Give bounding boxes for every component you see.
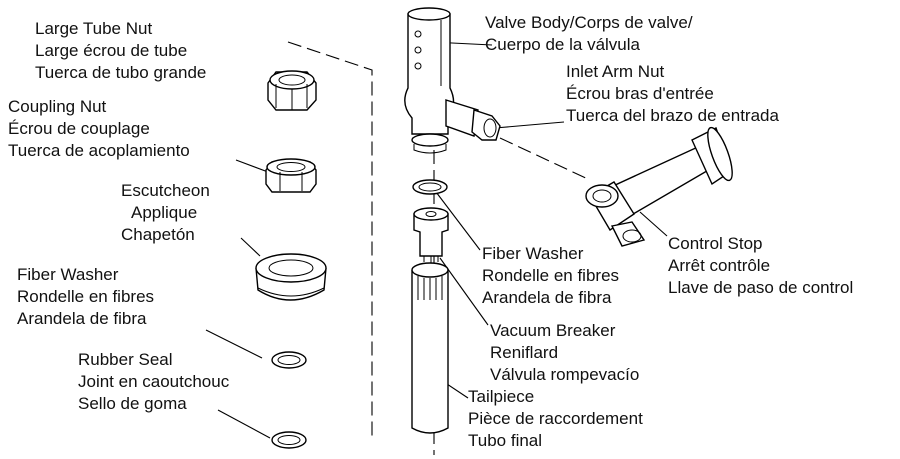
fiber-washer-left-label-en: Fiber Washer bbox=[17, 265, 119, 284]
fiber-washer-left-label: Fiber Washer Rondelle en fibres Arandela… bbox=[17, 264, 154, 330]
inlet-arm-nut-label-en: Inlet Arm Nut bbox=[566, 62, 665, 81]
valve-body-label-line1: Valve Body/Corps de valve/ bbox=[485, 13, 693, 32]
valve-body-label: Valve Body/Corps de valve/ Cuerpo de la … bbox=[485, 12, 693, 56]
control-stop-label: Control Stop Arrêt contrôle Llave de pas… bbox=[668, 233, 853, 299]
rubber-seal-label: Rubber Seal Joint en caoutchouc Sello de… bbox=[78, 349, 229, 415]
vacuum-breaker-label-es: Válvula rompevacío bbox=[490, 365, 640, 384]
coupling-nut-part bbox=[265, 158, 317, 193]
control-stop-label-fr: Arrêt contrôle bbox=[668, 256, 771, 275]
rubber-seal-label-fr: Joint en caoutchouc bbox=[78, 372, 230, 391]
inlet-arm-nut-label-es: Tuerca del brazo de entrada bbox=[566, 106, 779, 125]
escutcheon-label: Escutcheon Applique Chapetón bbox=[121, 180, 210, 246]
large-tube-nut-part bbox=[267, 70, 317, 111]
tailpiece-label: Tailpiece Pièce de raccordement Tubo fin… bbox=[468, 386, 643, 452]
coupling-nut-label-en: Coupling Nut bbox=[8, 97, 107, 116]
escutcheon-label-es: Chapetón bbox=[121, 225, 195, 244]
escutcheon-part bbox=[255, 253, 327, 301]
vacuum-breaker-label-fr: Reniflard bbox=[490, 343, 559, 362]
fiber-washer-center-label-es: Arandela de fibra bbox=[482, 288, 612, 307]
fiber-washer-left-label-fr: Rondelle en fibres bbox=[17, 287, 155, 306]
tailpiece-label-es: Tubo final bbox=[468, 431, 543, 450]
valve-body-part bbox=[404, 7, 455, 154]
coupling-nut-label-es: Tuerca de acoplamiento bbox=[8, 141, 190, 160]
rubber-seal-label-en: Rubber Seal bbox=[78, 350, 173, 369]
control-stop-label-en: Control Stop bbox=[668, 234, 763, 253]
fiber-washer-center-part bbox=[412, 179, 448, 195]
control-stop-label-es: Llave de paso de control bbox=[668, 278, 854, 297]
fiber-washer-center-label-en: Fiber Washer bbox=[482, 244, 584, 263]
coupling-nut-label-fr: Écrou de couplage bbox=[8, 119, 150, 138]
valve-body-label-line2: Cuerpo de la válvula bbox=[485, 35, 640, 54]
large-tube-nut-label-fr: Large écrou de tube bbox=[35, 41, 188, 60]
coupling-nut-label: Coupling Nut Écrou de couplage Tuerca de… bbox=[8, 96, 190, 162]
large-tube-nut-label: Large Tube Nut Large écrou de tube Tuerc… bbox=[35, 18, 206, 84]
vacuum-breaker-part bbox=[413, 207, 449, 263]
escutcheon-label-en: Escutcheon bbox=[121, 181, 210, 200]
fiber-washer-center-label: Fiber Washer Rondelle en fibres Arandela… bbox=[482, 243, 619, 309]
fiber-washer-left-part bbox=[271, 351, 307, 369]
tailpiece-part bbox=[411, 262, 449, 434]
fiber-washer-center-label-fr: Rondelle en fibres bbox=[482, 266, 620, 285]
large-tube-nut-label-es: Tuerca de tubo grande bbox=[35, 63, 207, 82]
large-tube-nut-label-en: Large Tube Nut bbox=[35, 19, 153, 38]
control-stop-part bbox=[585, 126, 733, 247]
vacuum-breaker-label: Vacuum Breaker Reniflard Válvula rompeva… bbox=[490, 320, 639, 386]
rubber-seal-label-es: Sello de goma bbox=[78, 394, 187, 413]
inlet-arm-nut-label-fr: Écrou bras d'entrée bbox=[566, 84, 714, 103]
escutcheon-label-fr: Applique bbox=[131, 203, 198, 222]
fiber-washer-left-label-es: Arandela de fibra bbox=[17, 309, 147, 328]
rubber-seal-part bbox=[271, 431, 307, 449]
tailpiece-label-fr: Pièce de raccordement bbox=[468, 409, 643, 428]
tailpiece-label-en: Tailpiece bbox=[468, 387, 535, 406]
inlet-arm-nut-label: Inlet Arm Nut Écrou bras d'entrée Tuerca… bbox=[566, 61, 779, 127]
vacuum-breaker-label-en: Vacuum Breaker bbox=[490, 321, 616, 340]
inlet-arm-part bbox=[445, 99, 501, 141]
